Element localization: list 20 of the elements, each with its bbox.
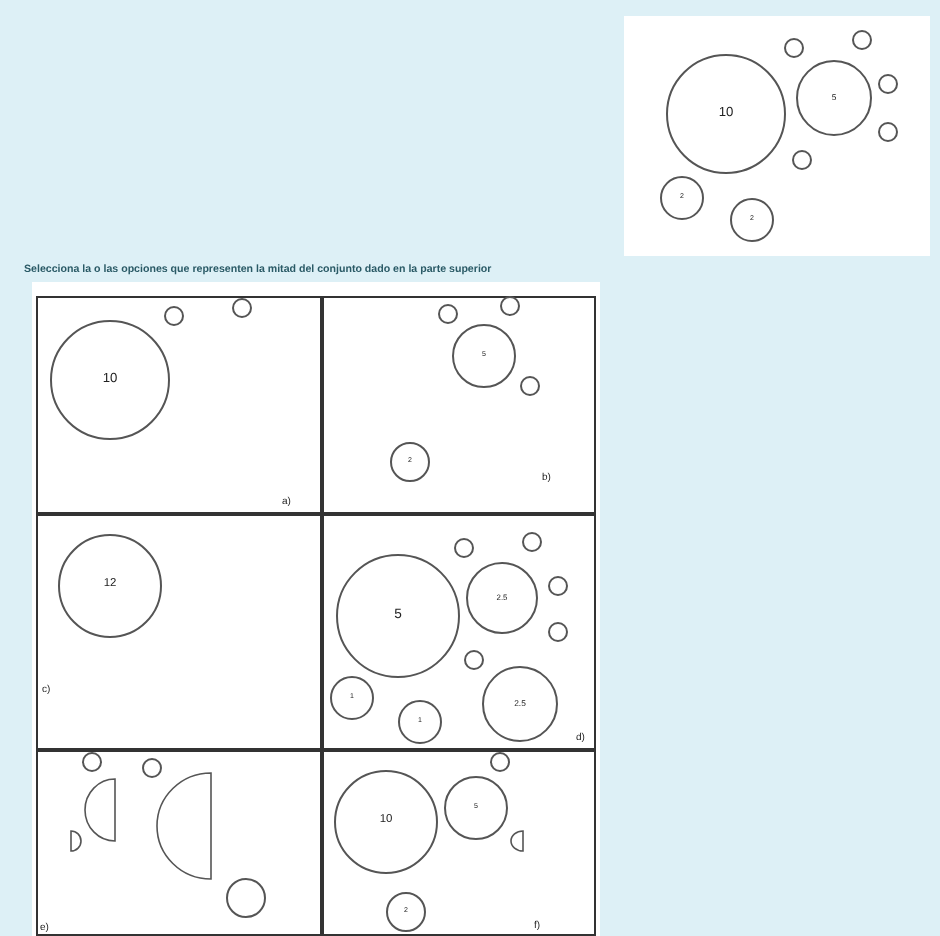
- circle: [730, 198, 774, 242]
- semicircle: [70, 830, 82, 852]
- option-cell: [322, 750, 596, 936]
- semicircle: [156, 772, 212, 880]
- circle: [792, 150, 812, 170]
- circle: [852, 30, 872, 50]
- semicircle: [84, 778, 116, 842]
- set-panel: [624, 16, 930, 256]
- circle: [796, 60, 872, 136]
- option-cell: [36, 514, 322, 750]
- option-cell: [322, 514, 596, 750]
- circle: [878, 74, 898, 94]
- option-cell: [322, 296, 596, 514]
- circle: [784, 38, 804, 58]
- option-cell: [36, 750, 322, 936]
- circle: [666, 54, 786, 174]
- circle: [878, 122, 898, 142]
- option-cell: [36, 296, 322, 514]
- circle: [500, 296, 520, 316]
- circle: [660, 176, 704, 220]
